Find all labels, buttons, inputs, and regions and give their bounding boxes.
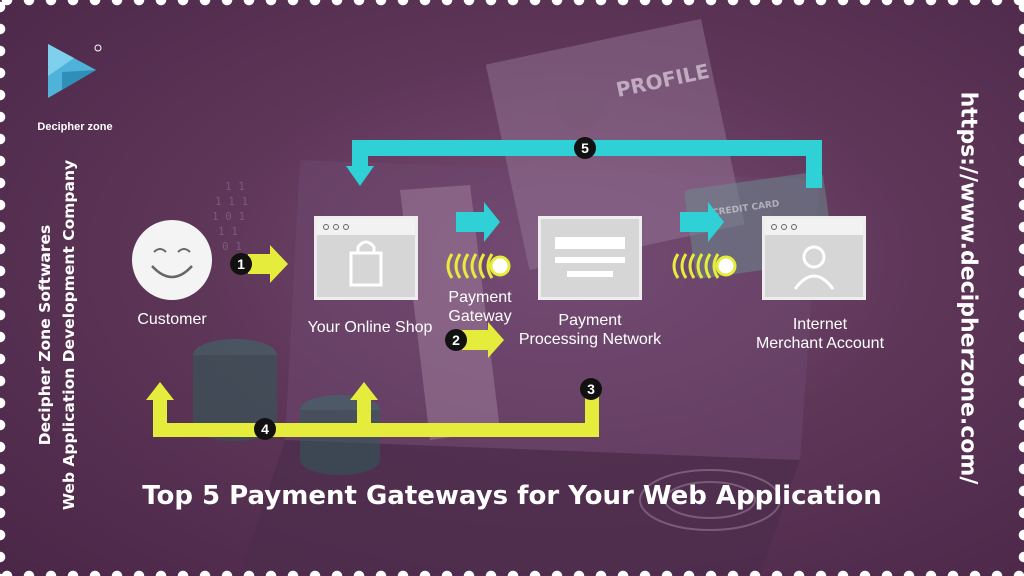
svg-text:1 0 1: 1 0 1 xyxy=(212,210,245,223)
label-merchant-line1: Internet xyxy=(792,316,848,333)
online-shop-window xyxy=(314,216,418,300)
step-2-badge: 2 xyxy=(445,329,467,351)
label-merchant-account: Internet Merchant Account xyxy=(730,315,910,353)
perforated-border-top xyxy=(0,0,1024,7)
label-processing-network: Payment Processing Network xyxy=(500,311,680,349)
perforated-border-bottom xyxy=(0,569,1024,576)
step-1-badge: 1 xyxy=(230,253,252,275)
label-merchant-line2: Merchant Account xyxy=(755,335,885,352)
label-gateway-line1: Payment xyxy=(448,289,512,306)
svg-text:1 1 1: 1 1 1 xyxy=(215,195,248,208)
processing-network-window xyxy=(538,216,642,300)
signal-waves-merchant xyxy=(672,253,720,279)
signal-dot-gateway xyxy=(489,255,511,277)
arrow-head-step-5 xyxy=(346,166,374,186)
merchant-account-window xyxy=(762,216,866,300)
arrow-head-step-3 xyxy=(350,382,378,400)
arrow-step-4 xyxy=(153,388,599,437)
arrow-step-2 xyxy=(462,322,504,358)
perforated-border-left xyxy=(0,0,7,576)
label-network-line2: Processing Network xyxy=(518,331,662,348)
page-title: Top 5 Payment Gateways for Your Web Appl… xyxy=(142,481,882,511)
step-5-badge: 5 xyxy=(574,137,596,159)
document-icon xyxy=(555,237,625,277)
arrow-head-step-4 xyxy=(146,382,174,400)
arrow-gateway-to-network xyxy=(456,202,500,242)
arrow-network-to-merchant xyxy=(680,202,724,242)
brand-name: Decipher zone xyxy=(37,121,113,133)
label-customer: Customer xyxy=(137,311,207,328)
user-icon xyxy=(793,245,835,290)
label-network-line1: Payment xyxy=(558,312,622,329)
step-3-badge: 3 xyxy=(580,378,602,400)
step-4-badge: 4 xyxy=(254,418,276,440)
svg-text:1 1: 1 1 xyxy=(218,225,238,238)
signal-waves-gateway xyxy=(446,253,494,279)
arrow-step-1 xyxy=(248,245,288,283)
svg-text:1 1: 1 1 xyxy=(225,180,245,193)
decipher-zone-logo xyxy=(48,44,102,98)
label-payment-gateway: Payment Gateway xyxy=(420,288,540,326)
label-gateway-line2: Gateway xyxy=(448,308,512,325)
perforated-border-right xyxy=(1017,0,1024,576)
signal-dot-merchant xyxy=(715,255,737,277)
label-online-shop: Your Online Shop xyxy=(307,319,433,336)
shopping-bag-icon xyxy=(349,240,383,287)
svg-text:0 1: 0 1 xyxy=(222,240,242,253)
customer-smiley-icon xyxy=(132,220,212,300)
